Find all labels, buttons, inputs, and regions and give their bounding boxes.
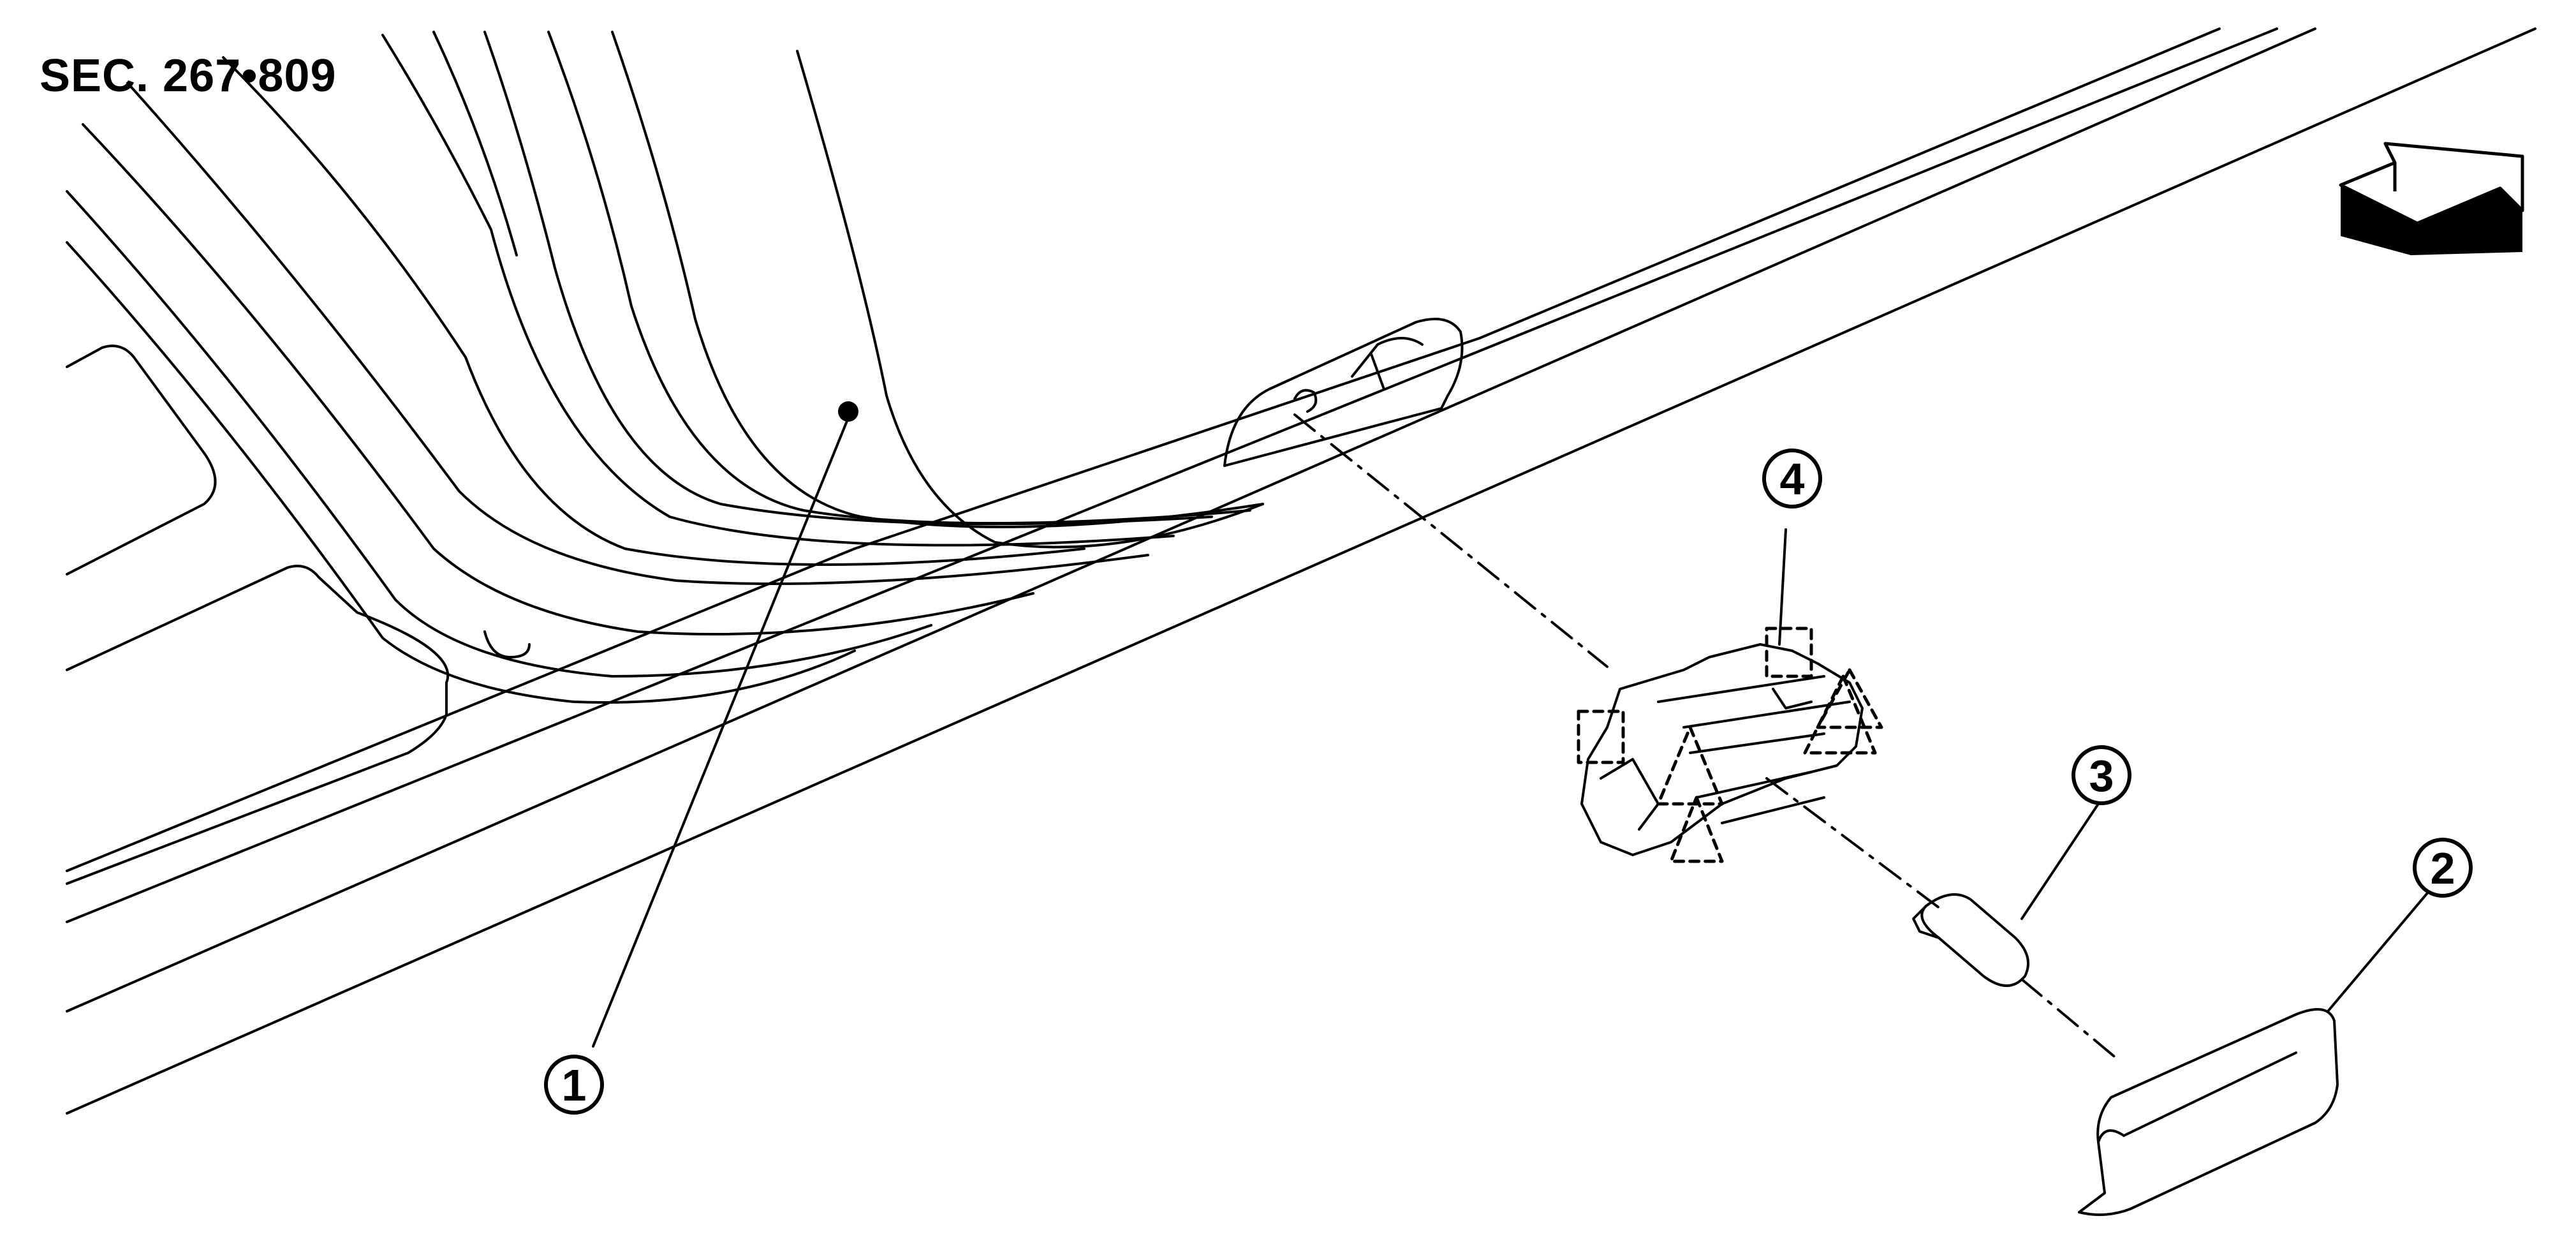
front-direction-arrow-icon [2339, 142, 2524, 255]
clip-boss [1223, 318, 1464, 467]
door-opening-contours [66, 31, 1264, 704]
body-sill-lines [66, 27, 2536, 1115]
triangle-clip-marker-3 [1656, 725, 1724, 806]
lamp-housing [1580, 643, 1864, 856]
square-clip-marker-2 [1577, 709, 1625, 764]
section-label: SEC. 267•809 [40, 50, 337, 101]
callout-4: 4 [1762, 449, 1822, 508]
callout-number: 3 [2089, 751, 2114, 801]
callout-3: 3 [2072, 745, 2131, 805]
callout-number: 2 [2431, 843, 2455, 893]
lens [2078, 1008, 2339, 1216]
assembly-chain-lines [1293, 413, 2119, 1060]
callout-2: 2 [2413, 838, 2473, 898]
callout-number: 1 [562, 1060, 587, 1110]
leader-dot [838, 401, 858, 422]
callout-number: 4 [1780, 454, 1805, 504]
callout-1: 1 [544, 1055, 604, 1115]
leader-lines [592, 417, 2431, 1048]
lower-panel-openings [66, 345, 531, 885]
triangle-clip-marker-2 [1816, 668, 1883, 729]
bulb [1912, 893, 2029, 987]
square-clip-marker-1 [1765, 627, 1813, 678]
triangle-clip-marker-4 [1669, 796, 1724, 863]
clip-markers [1577, 627, 1883, 863]
